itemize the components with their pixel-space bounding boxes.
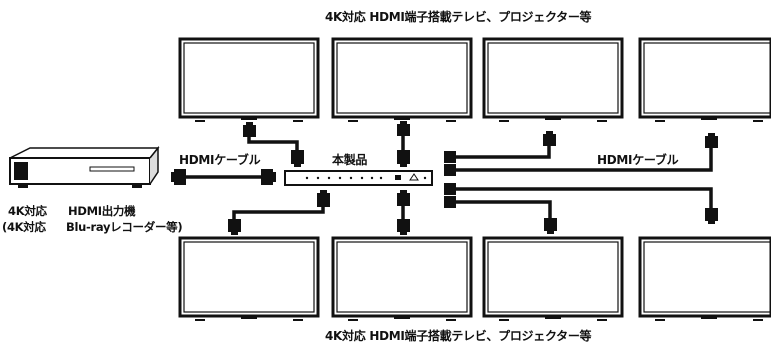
source-label-line1a: 4K対応 [8,204,47,218]
cable-tv-top-1 [247,127,299,150]
tv-bottom-1 [178,236,320,321]
top-caption: 4K対応 HDMI端子搭載テレビ、プロジェクター等 [325,10,592,24]
cable-tv-bottom-3 [456,200,552,218]
hdmi-plug-icon [444,183,456,195]
splitter-device-icon [284,170,433,186]
cable-tv-bottom-4 [456,187,713,210]
tv-bottom-3 [482,236,624,321]
hdmi-plug-icon [228,219,241,232]
tv-top-3 [482,37,624,122]
cable-tv-top-3 [456,144,551,159]
hdmi-plug-icon [397,150,410,164]
cable-label-right: HDMIケーブル [597,153,679,167]
source-label-line1b: HDMI出力機 [68,204,136,218]
hdmi-plug-icon [397,219,410,232]
hdmi-plug-icon [544,218,557,231]
hdmi-plugs [171,121,718,235]
hdmi-plug-icon [397,193,410,206]
cable-tv-top-4 [456,146,713,172]
hdmi-plug-icon [543,134,556,146]
hdmi-plug-icon [243,125,256,137]
hdmi-plug-icon [291,150,304,164]
product-label: 本製品 [332,153,368,167]
hdmi-plug-icon [317,193,330,207]
cable-tv-bottom-1 [232,201,325,219]
hdmi-plug-icon [261,169,273,185]
tv-bottom-2 [331,236,473,321]
source-label-line2b: Blu-rayレコーダー等) [66,220,183,234]
hdmi-plug-icon [174,169,186,185]
hdmi-plug-icon [444,151,456,163]
hdmi-plug-icon [397,124,410,136]
hdmi-plug-icon [705,208,718,221]
hdmi-plug-icon [705,136,718,148]
tv-top-2 [331,37,473,122]
tv-top-1 [178,37,320,122]
source-device-icon [9,145,160,188]
tv-bottom-4 [638,236,771,321]
hdmi-plug-icon [444,164,456,176]
hdmi-plug-icon [444,196,456,208]
source-label-line2a: (4K対応 [2,220,46,234]
bottom-caption: 4K対応 HDMI端子搭載テレビ、プロジェクター等 [325,329,592,343]
cable-label-left: HDMIケーブル [179,153,261,167]
tv-top-4 [638,37,771,122]
